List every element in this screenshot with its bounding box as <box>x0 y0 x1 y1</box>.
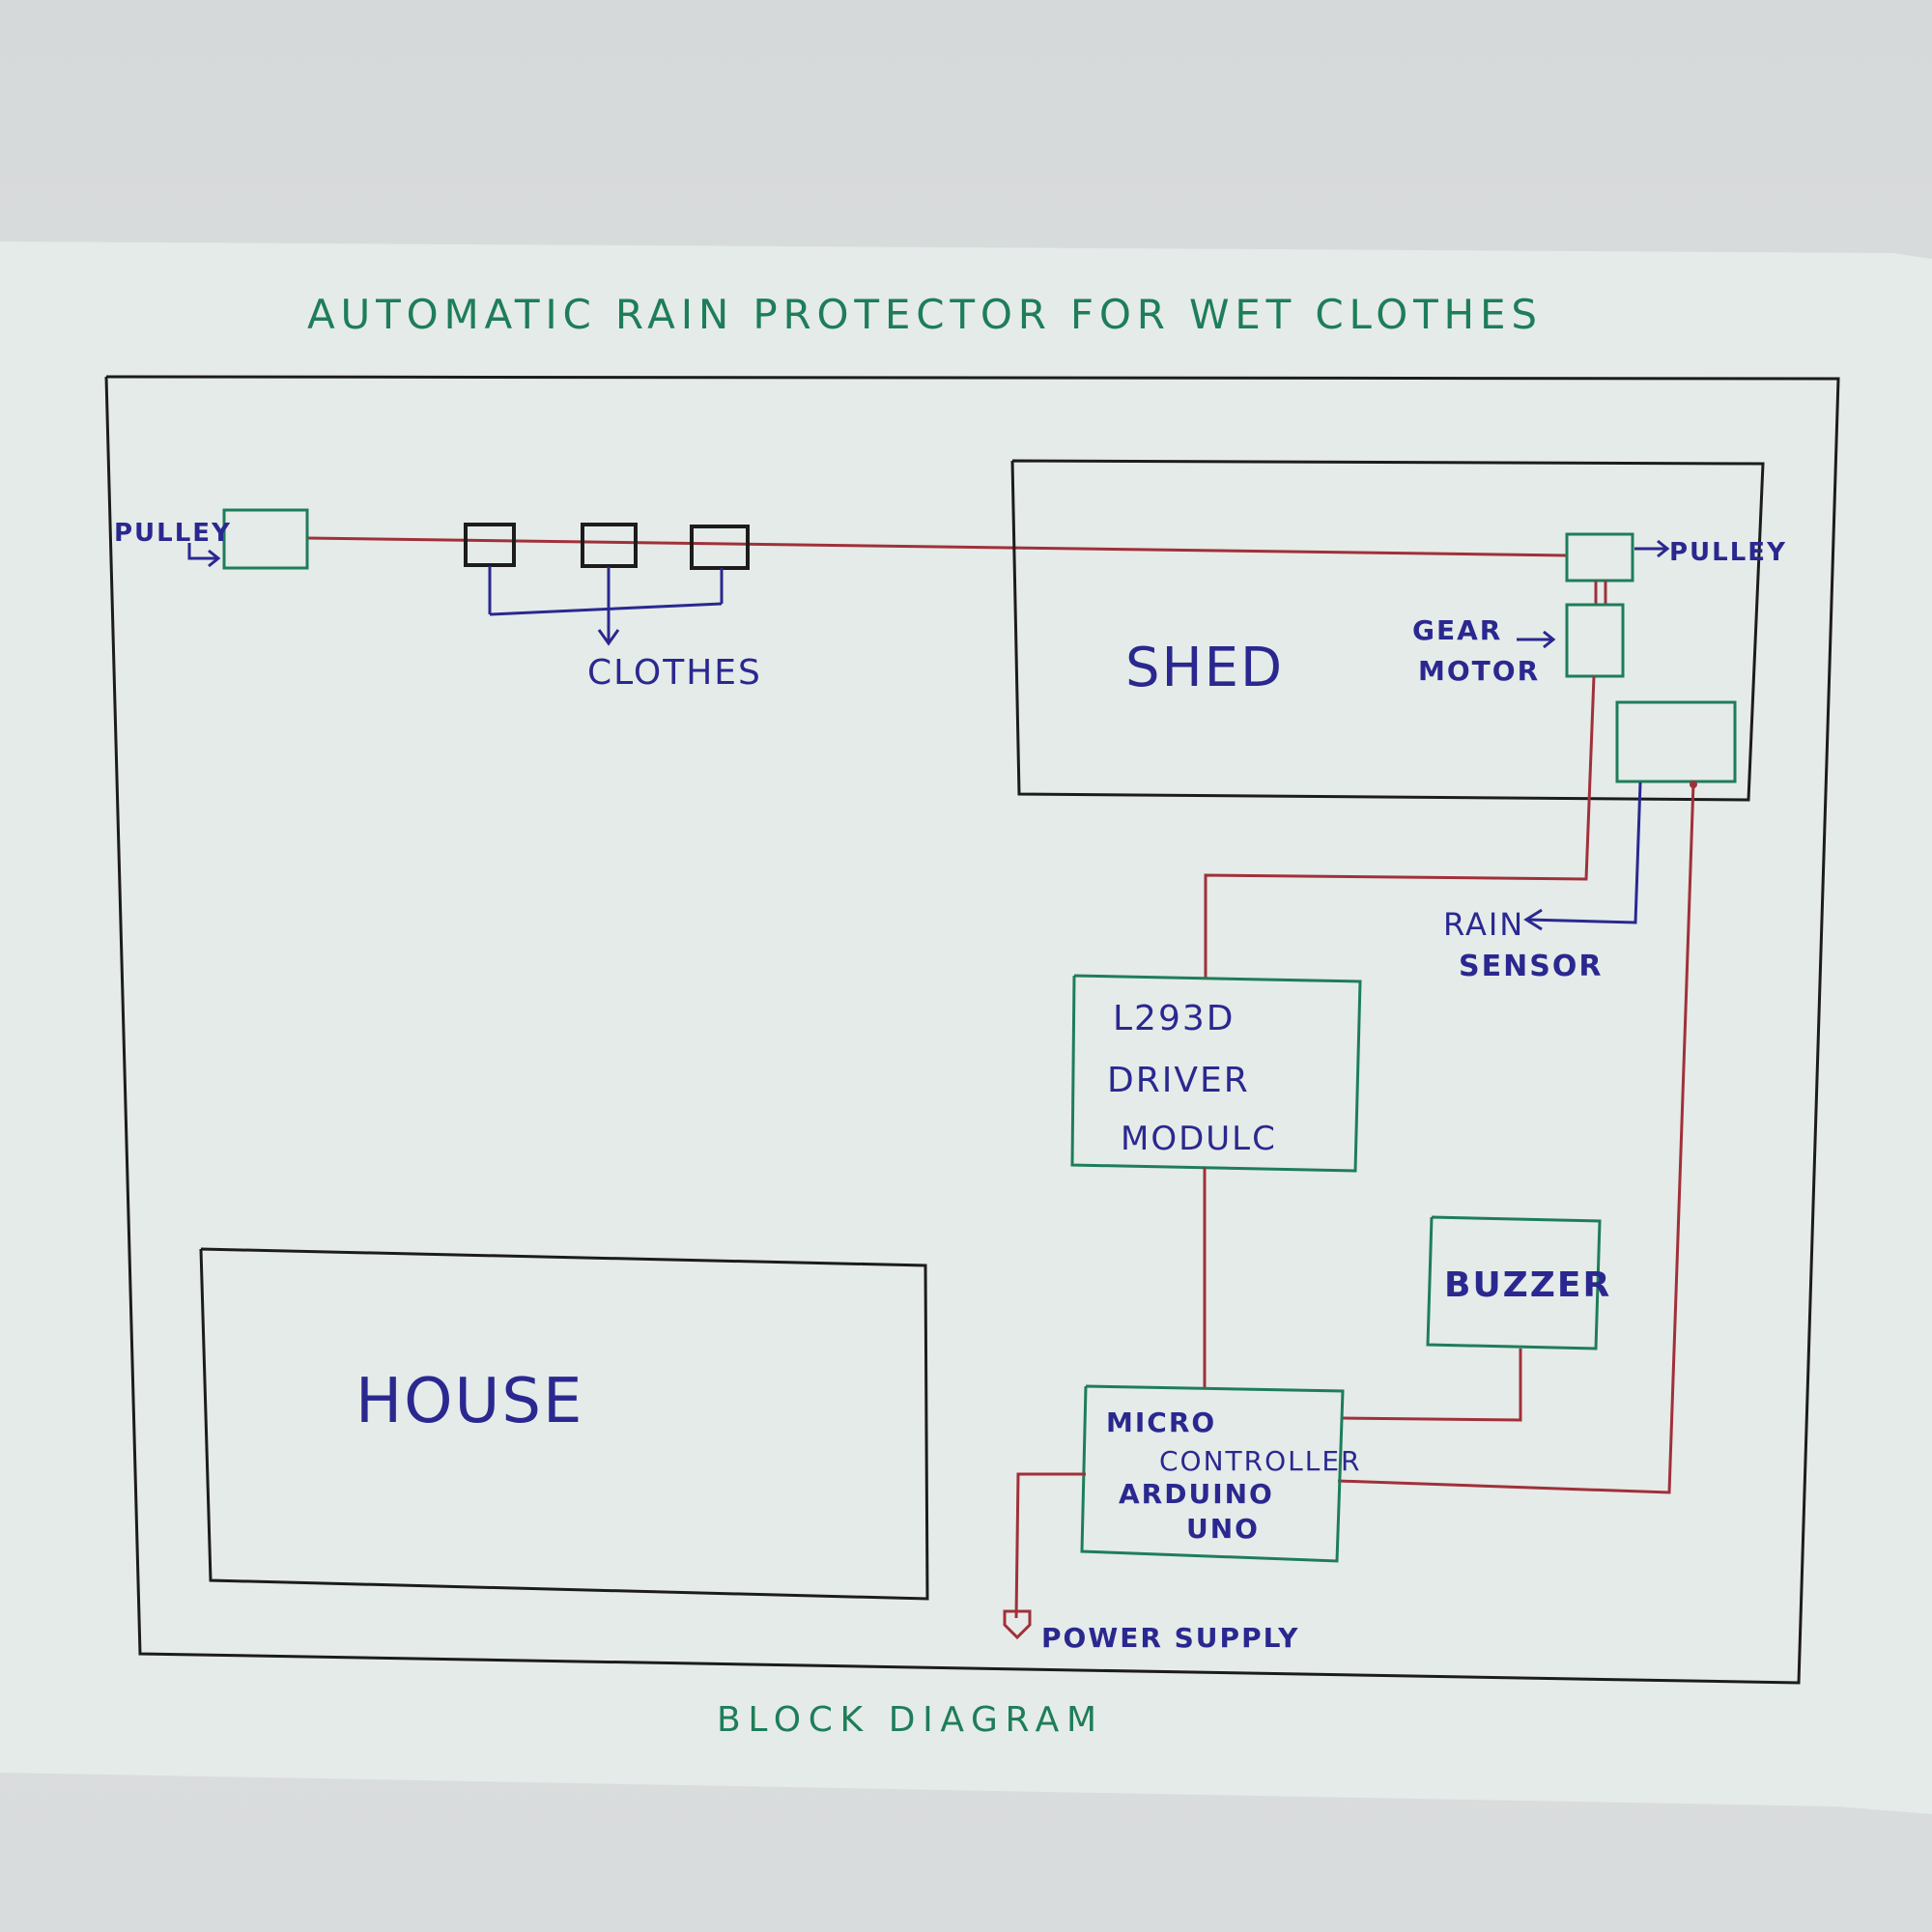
driver-label-line1: L293D <box>1113 999 1236 1038</box>
clothes-peg-1 <box>464 523 516 567</box>
microcontroller-box <box>1080 1384 1345 1563</box>
gear-motor-label-line1: GEAR <box>1412 614 1502 646</box>
power-supply-plug-icon <box>1003 1609 1032 1640</box>
house-label: HOUSE <box>355 1366 583 1437</box>
motor-driver-wire <box>1204 675 1596 979</box>
paper-sheet <box>0 242 1932 1814</box>
right-pulley-arrow <box>1634 539 1670 558</box>
driver-label-line2: DRIVER <box>1107 1061 1250 1100</box>
mcu-label-line4: UNO <box>1186 1513 1260 1545</box>
clothes-bracket <box>488 566 724 646</box>
rain-sensor-box <box>1615 700 1737 783</box>
gear-motor-label-line2: MOTOR <box>1418 655 1540 687</box>
gear-motor-arrow <box>1517 630 1556 649</box>
diagram-caption: BLOCK DIAGRAM <box>717 1700 1098 1740</box>
clothes-peg-2 <box>581 523 638 568</box>
driver-label-line3: MODULC <box>1121 1120 1277 1158</box>
mcu-label-line3: ARDUINO <box>1119 1478 1274 1510</box>
rain-sensor-label-line2: SENSOR <box>1459 950 1603 983</box>
power-supply-wire <box>1014 1472 1086 1619</box>
right-pulley-box <box>1565 532 1634 582</box>
mcu-label-line1: MICRO <box>1106 1406 1216 1438</box>
rain-sensor-label-line1: RAIN <box>1443 906 1524 943</box>
sensor-wire-joint <box>1690 781 1697 788</box>
diagram-title: AUTOMATIC RAIN PROTECTOR FOR WET CLOTHES <box>307 291 1539 338</box>
buzzer-label: BUZZER <box>1444 1265 1611 1305</box>
clothes-line <box>306 536 1568 557</box>
outer-frame <box>104 375 1840 1685</box>
buzzer-box <box>1426 1215 1602 1350</box>
left-pulley-label: PULLEY <box>114 519 232 548</box>
buzzer-mcu-wire <box>1342 1349 1522 1422</box>
clothes-label: CLOTHES <box>587 653 762 693</box>
driver-module-box <box>1070 974 1362 1173</box>
right-pulley-label: PULLEY <box>1669 538 1787 567</box>
left-pulley-box <box>222 508 309 570</box>
left-pulley-arrow <box>187 543 221 568</box>
motor-shaft <box>1594 581 1607 605</box>
house-box <box>199 1247 929 1601</box>
gear-motor-box <box>1565 603 1625 678</box>
clothes-peg-3 <box>690 525 750 570</box>
sensor-mcu-wire <box>1337 781 1695 1494</box>
shed-label: SHED <box>1125 637 1284 699</box>
shed-box <box>1010 459 1765 802</box>
mcu-label-line2: CONTROLLER <box>1159 1445 1361 1477</box>
power-supply-label: POWER SUPPLY <box>1041 1622 1299 1654</box>
rain-sensor-arrow <box>1523 781 1642 931</box>
